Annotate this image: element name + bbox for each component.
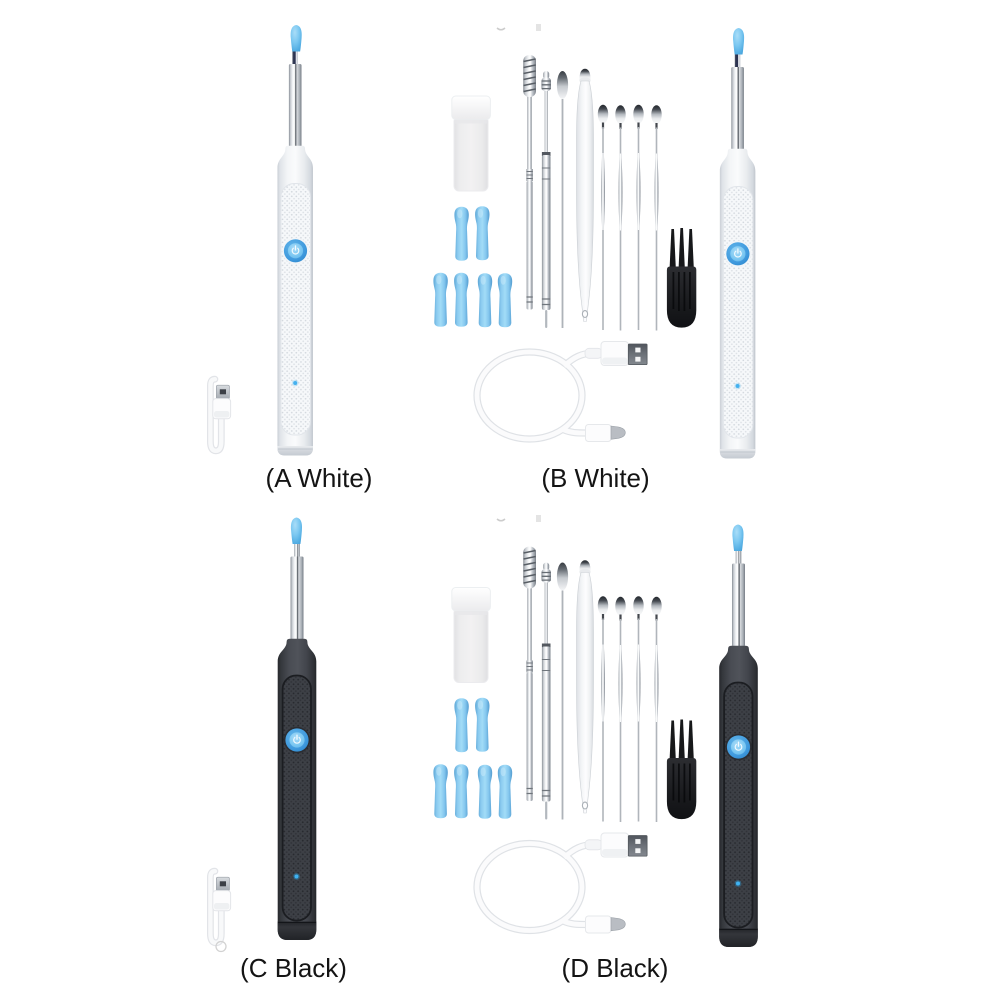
svg-text:(B White): (B White) [541, 463, 649, 493]
svg-text:(A White): (A White) [266, 463, 373, 493]
svg-text:(C Black): (C Black) [240, 953, 347, 983]
svg-text:(D Black): (D Black) [562, 953, 669, 983]
